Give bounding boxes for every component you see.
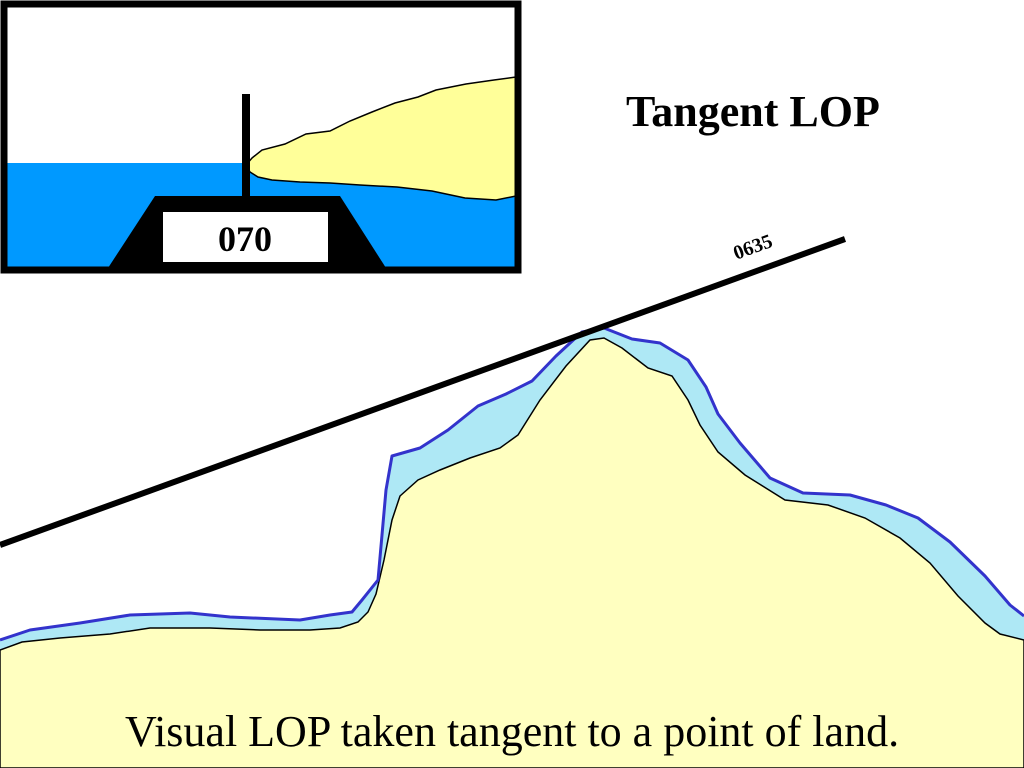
inset-frame [0, 0, 522, 274]
land-mass [0, 337, 1024, 768]
bearing-readout: 070 [218, 219, 272, 259]
inset-view: 070 [0, 0, 522, 274]
tangent-lop-line [0, 236, 847, 548]
bearing-sight-vane [242, 94, 250, 200]
lop-time-label: 0635 [730, 230, 775, 264]
slide-title: Tangent LOP [626, 87, 880, 136]
land-chart [0, 326, 1024, 768]
slide-caption: Visual LOP taken tangent to a point of l… [124, 707, 900, 756]
shoreline [0, 326, 1024, 642]
bearing-readout-window [163, 212, 328, 262]
